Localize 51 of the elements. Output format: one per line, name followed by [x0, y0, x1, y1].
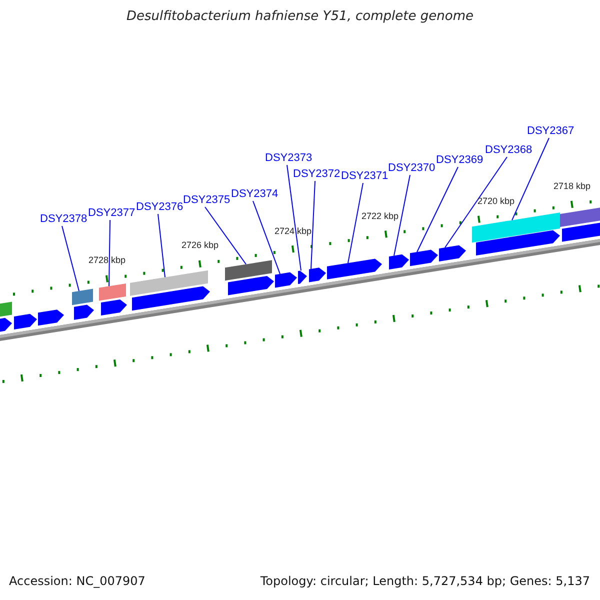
gene-feature: [309, 268, 326, 282]
gene-feature: [14, 314, 37, 330]
gene-label: DSY2378: [40, 213, 88, 226]
position-label: 2728 kbp: [88, 255, 126, 266]
gene-feature: [476, 230, 560, 256]
genome-summary-text: Topology: circular; Length: 5,727,534 bp; Genes: 5,137: [260, 574, 590, 588]
gene-feature: [472, 212, 560, 243]
gene-label: DSY2367: [527, 125, 574, 138]
gene-label: DSY2374: [231, 188, 278, 201]
gene-feature: [560, 206, 600, 228]
gene-feature: [0, 302, 12, 318]
gene-label: DSY2375: [183, 194, 230, 207]
leader-line: [252, 200, 280, 274]
position-label: 2720 kbp: [477, 196, 515, 207]
gene-feature: [132, 286, 210, 311]
position-label: 2726 kbp: [181, 240, 219, 252]
leader-line: [348, 182, 364, 264]
gene-feature: [562, 222, 600, 242]
leader-line: [444, 156, 508, 248]
gene-feature: [410, 250, 438, 266]
gene-feature: [74, 304, 94, 320]
leader-line: [286, 164, 302, 272]
gene-label: DSY2370: [388, 162, 436, 175]
leader-line: [394, 174, 410, 256]
gene-feature: [38, 310, 64, 326]
gene-label: DSY2371: [341, 170, 388, 183]
gene-feature: [439, 245, 466, 262]
position-label: 2722 kbp: [361, 210, 399, 222]
gene-label: DSY2377: [88, 207, 136, 220]
position-label: 2718 kbp: [553, 180, 591, 192]
gene-label: DSY2369: [436, 154, 484, 167]
gene-label: DSY2376: [136, 201, 184, 214]
map-title: Desulfitobacterium hafniense Y51, complete genome: [125, 9, 474, 24]
gene-label: DSY2368: [485, 144, 532, 157]
gene-feature: [389, 254, 409, 270]
position-label: 2724 kbp: [274, 226, 312, 237]
gene-label: DSY2372: [293, 168, 340, 181]
gene-feature: [101, 300, 127, 316]
leader-line: [108, 220, 110, 287]
leader-line: [512, 138, 550, 221]
gene-feature: [225, 260, 272, 281]
gene-feature: [99, 283, 126, 301]
leader-line: [158, 214, 166, 278]
gene-label: DSY2373: [265, 152, 312, 165]
leader-line: [204, 206, 246, 265]
gene-feature: [72, 288, 93, 306]
accession-text: Accession: NC_007907: [9, 574, 146, 588]
gene-feature: [0, 318, 12, 334]
leader-line: [416, 166, 458, 252]
leader-line: [310, 180, 316, 270]
gene-feature: [130, 270, 208, 296]
